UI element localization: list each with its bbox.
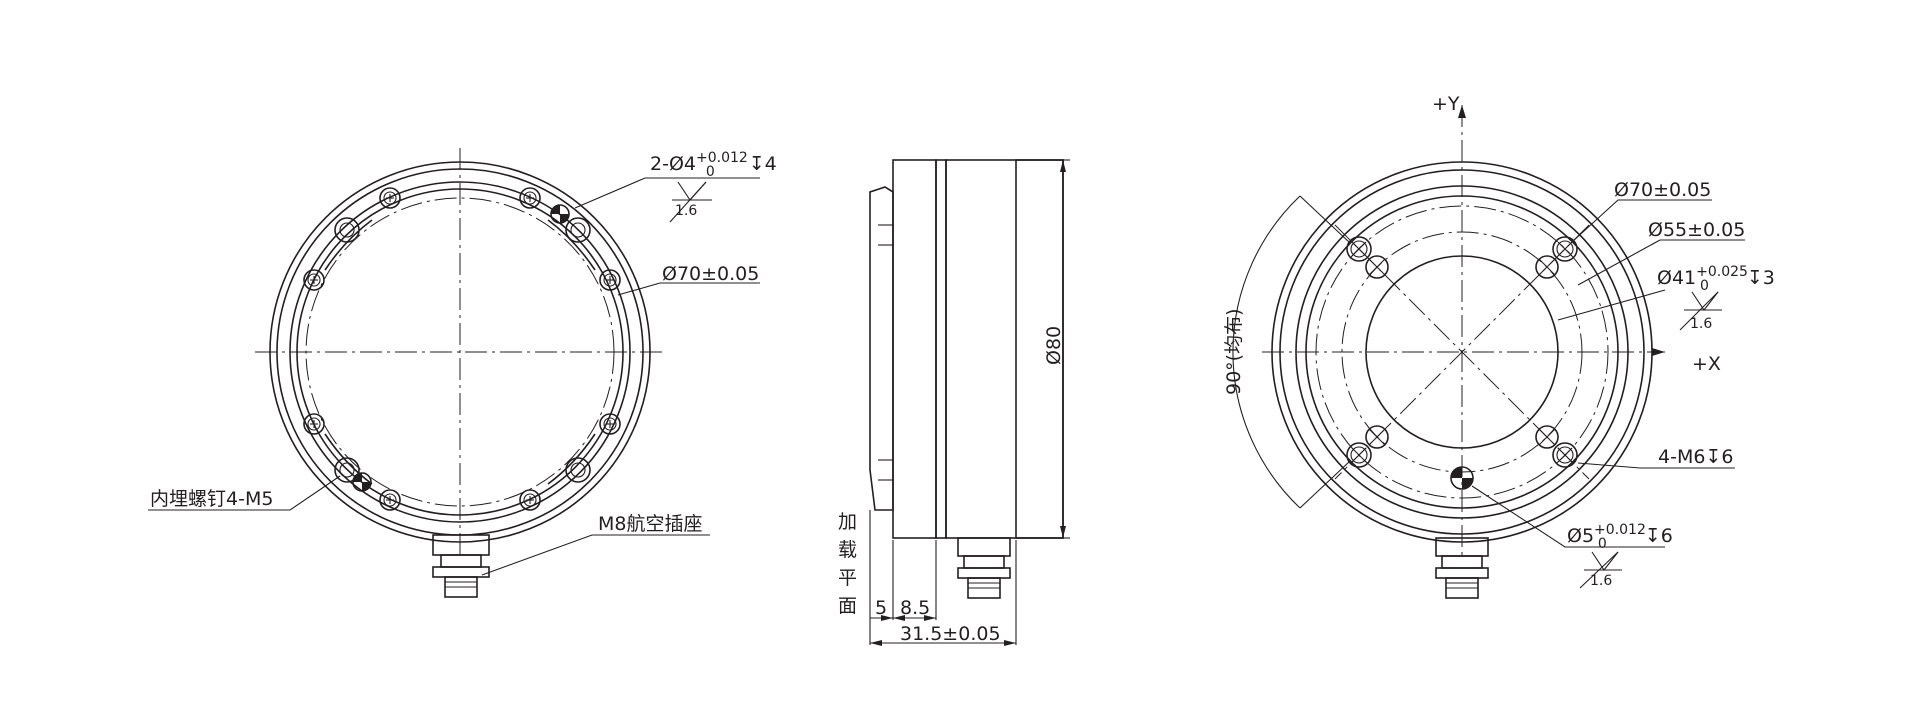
left-hole-tol-lower: 0 <box>706 164 715 180</box>
right-pin-depth: ↧6 <box>1645 525 1673 547</box>
right-holes-leader <box>1577 462 1735 469</box>
side-flange <box>892 159 937 539</box>
side-step <box>935 159 947 539</box>
right-connector <box>1435 537 1489 599</box>
right-pin-tol-upper: +0.012 <box>1594 522 1646 538</box>
left-connector-leader <box>481 534 710 576</box>
right-recess-tol-upper: +0.025 <box>1696 264 1748 280</box>
right-holes-label: 4-M6↧6 <box>1658 446 1733 468</box>
left-view <box>148 148 760 598</box>
side-labels: Ø80 加 载 平 面 5 8.5 31.5±0.05 <box>838 326 1065 645</box>
left-bracket-arc <box>547 219 596 271</box>
left-pcd-leader <box>617 282 661 296</box>
left-hole-callout-main: 2-Ø4 <box>650 153 696 175</box>
side-dim-a: 5 <box>875 597 887 619</box>
right-axis-y-label: +Y <box>1432 93 1460 115</box>
right-axis-x-label: +X <box>1692 353 1721 375</box>
left-pin-hole-symbol <box>550 204 570 224</box>
right-view <box>1232 105 1745 599</box>
left-bracket-arc <box>324 433 373 485</box>
side-dim-b: 8.5 <box>900 597 930 619</box>
left-bracket-arc <box>324 219 373 271</box>
right-pcd55-leader <box>1577 239 1745 286</box>
left-pcd-label: Ø70±0.05 <box>662 263 759 285</box>
left-roughness-value: 1.6 <box>675 203 697 219</box>
side-view <box>869 159 1070 646</box>
right-roughness-symbol-1 <box>1679 291 1722 331</box>
right-recess-tol-lower: 0 <box>1700 278 1709 294</box>
left-screw-leader <box>148 475 341 511</box>
load-plane-char-3: 平 <box>838 567 857 589</box>
side-plate <box>869 186 894 511</box>
right-roughness-symbol-2 <box>1579 551 1622 589</box>
left-embedded-holes <box>334 217 591 483</box>
right-inner-holes <box>1365 255 1559 449</box>
right-angle-label: 90°(均布) <box>1223 308 1245 395</box>
right-pin-tol-lower: 0 <box>1598 536 1607 552</box>
right-pcd55-label: Ø55±0.05 <box>1648 219 1745 241</box>
side-diameter-label: Ø80 <box>1043 326 1065 365</box>
left-hole-leader <box>574 177 760 209</box>
load-plane-char-4: 面 <box>838 595 857 617</box>
right-outer-holes <box>1346 236 1578 468</box>
left-screws <box>303 187 621 511</box>
right-recess-depth: ↧3 <box>1747 267 1775 289</box>
left-pin-hole-symbol <box>352 472 372 492</box>
right-pcd70-leader <box>1571 199 1712 243</box>
left-hole-depth: ↧4 <box>749 153 777 175</box>
side-connector <box>957 537 1011 599</box>
right-roughness-2-value: 1.6 <box>1590 573 1612 589</box>
right-angle-arc <box>1232 195 1301 509</box>
side-total-dim: 31.5±0.05 <box>900 623 1001 645</box>
right-x-arrow <box>1652 348 1665 356</box>
left-connector-label: M8航空插座 <box>598 513 702 535</box>
load-plane-char-2: 载 <box>838 539 857 561</box>
load-plane-char-1: 加 <box>838 511 857 533</box>
right-recess-leader <box>1557 289 1666 321</box>
right-pin-hole-symbol <box>1450 466 1474 490</box>
right-pin-leader <box>1471 485 1665 548</box>
right-recess-main: Ø41 <box>1657 267 1696 289</box>
left-hole-tol-upper: +0.012 <box>696 150 748 166</box>
right-pcd70-label: Ø70±0.05 <box>1614 179 1711 201</box>
left-bracket-arc <box>547 433 596 485</box>
right-pin-main: Ø5 <box>1567 525 1594 547</box>
right-y-arrow <box>1458 105 1466 118</box>
right-roughness-1-value: 1.6 <box>1690 316 1712 332</box>
left-connector <box>432 534 490 598</box>
left-embedded-screw-label: 内埋螺钉4-M5 <box>150 488 273 510</box>
